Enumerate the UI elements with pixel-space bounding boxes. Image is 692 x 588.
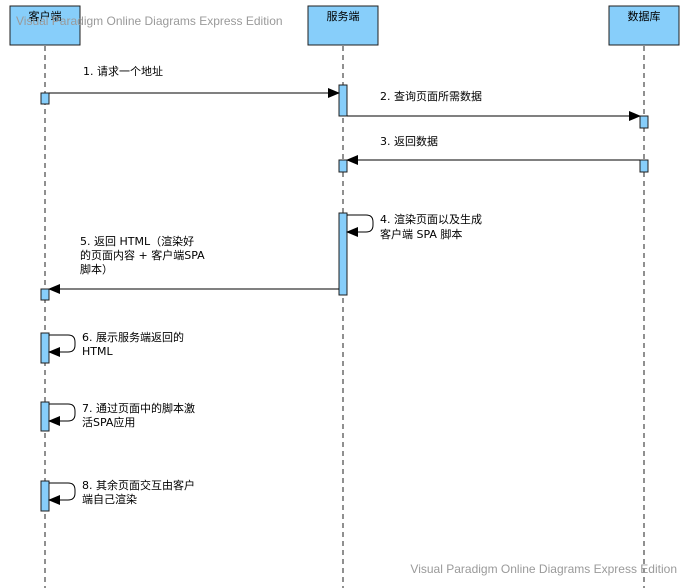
participant-server-label: 服务端 <box>327 10 360 23</box>
message-5[interactable]: 5. 返回 HTML（渲染好 的页面内容 + 客户端SPA 脚本） <box>48 234 339 294</box>
participant-db[interactable]: 数据库 <box>608 5 680 46</box>
message-6-arrow <box>48 334 76 357</box>
activation-server-1 <box>338 84 348 117</box>
message-4-label-line-1: 4. 渲染页面以及生成 <box>380 212 482 226</box>
watermark-top: Visual Paradigm Online Diagrams Express … <box>16 14 283 28</box>
message-2-label: 2. 查询页面所需数据 <box>380 89 482 103</box>
message-1-label: 1. 请求一个地址 <box>83 64 163 78</box>
message-8-label-line-2: 端自己渲染 <box>82 492 137 506</box>
message-7-label-line-1: 7. 通过页面中的脚本激 <box>82 401 195 415</box>
message-6-label-line-2: HTML <box>82 345 113 358</box>
message-1[interactable]: 1. 请求一个地址 <box>49 64 340 98</box>
message-3-label: 3. 返回数据 <box>380 134 438 148</box>
message-5-label-line-3: 脚本） <box>80 262 113 276</box>
message-5-label-line-2: 的页面内容 + 客户端SPA <box>80 248 205 262</box>
activation-client-5 <box>40 480 50 512</box>
activation-db-1 <box>639 115 649 129</box>
message-8-label-line-1: 8. 其余页面交互由客户 <box>82 478 195 492</box>
participant-db-label: 数据库 <box>628 9 661 23</box>
participant-client[interactable]: 客户端 <box>9 5 81 46</box>
activation-client-1 <box>40 92 50 105</box>
message-4[interactable]: 4. 渲染页面以及生成 客户端 SPA 脚本 <box>346 212 482 241</box>
activation-server-2 <box>338 159 348 173</box>
message-2[interactable]: 2. 查询页面所需数据 <box>347 89 641 121</box>
message-4-label-line-2: 客户端 SPA 脚本 <box>380 227 462 241</box>
message-6-label-line-1: 6. 展示服务端返回的 <box>82 330 184 344</box>
activation-client-3 <box>40 332 50 364</box>
activation-client-4 <box>40 401 50 432</box>
message-7[interactable]: 7. 通过页面中的脚本激 活SPA应用 <box>48 401 195 429</box>
message-3[interactable]: 3. 返回数据 <box>346 134 640 165</box>
message-6[interactable]: 6. 展示服务端返回的 HTML <box>48 330 184 358</box>
message-7-arrow <box>48 403 76 426</box>
activation-server-3 <box>338 212 348 296</box>
message-4-arrow <box>346 214 374 237</box>
participant-server[interactable]: 服务端 <box>307 5 379 46</box>
activation-db-2 <box>639 159 649 173</box>
message-7-label-line-2: 活SPA应用 <box>82 415 135 429</box>
message-8[interactable]: 8. 其余页面交互由客户 端自己渲染 <box>48 478 195 506</box>
watermark-bottom: Visual Paradigm Online Diagrams Express … <box>410 562 677 576</box>
message-8-arrow <box>48 482 76 505</box>
participant-client-label: 客户端 <box>29 9 62 23</box>
message-5-label-line-1: 5. 返回 HTML（渲染好 <box>80 234 194 248</box>
activation-client-2 <box>40 288 50 301</box>
